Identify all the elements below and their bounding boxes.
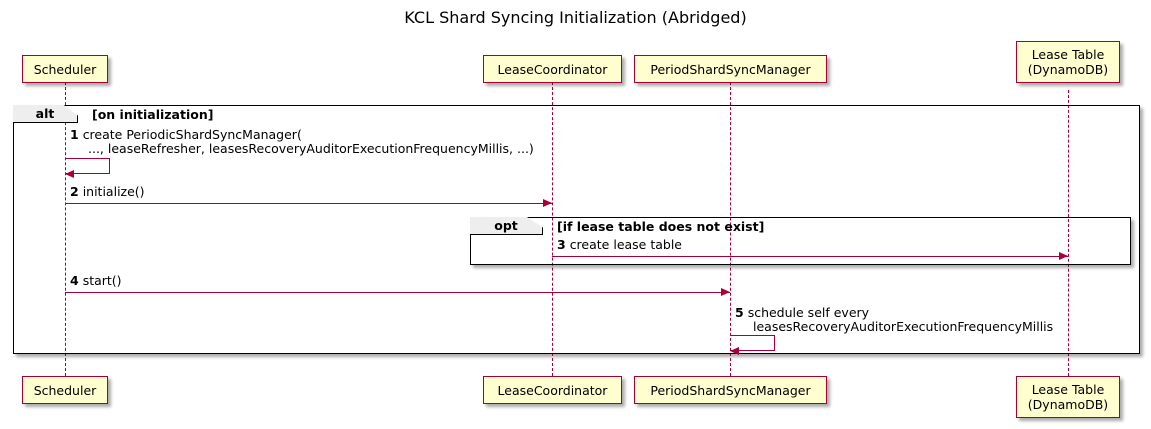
participant-scheduler-bottom[interactable]: Scheduler bbox=[22, 376, 108, 404]
message-3-arrow-head bbox=[1059, 251, 1068, 260]
participant-scheduler-bottom-label: Scheduler bbox=[33, 382, 97, 398]
lifeline-period-shard-sync-manager bbox=[730, 82, 731, 376]
message-1-number: 1 bbox=[70, 127, 79, 142]
message-2-label: 2 initialize() bbox=[70, 185, 145, 199]
participant-period-shard-sync-manager-top-label: PeriodShardSyncManager bbox=[650, 61, 811, 77]
participant-scheduler-top-label: Scheduler bbox=[33, 61, 97, 77]
message-1-text-line2: ..., leaseRefresher, leasesRecoveryAudit… bbox=[88, 141, 534, 156]
message-5-number: 5 bbox=[735, 305, 744, 320]
message-2-arrow-head bbox=[543, 198, 552, 207]
message-4-text: start() bbox=[82, 273, 122, 288]
lifeline-scheduler bbox=[65, 82, 66, 376]
message-4-arrow-line bbox=[65, 292, 730, 293]
fragment-opt-condition: [if lease table does not exist] bbox=[557, 219, 765, 234]
participant-lease-table-bottom-label-line2: (DynamoDB) bbox=[1027, 397, 1109, 412]
participant-lease-table-top-label-line2: (DynamoDB) bbox=[1027, 62, 1109, 77]
participant-lease-coordinator-top-label: LeaseCoordinator bbox=[497, 61, 608, 77]
message-3-number: 3 bbox=[557, 237, 566, 252]
participant-period-shard-sync-manager-bottom[interactable]: PeriodShardSyncManager bbox=[634, 376, 827, 404]
message-3-text: create lease table bbox=[569, 237, 682, 252]
fragment-opt-lease-table-missing bbox=[470, 217, 1131, 265]
message-2-arrow-line bbox=[65, 203, 552, 204]
lifeline-lease-table bbox=[1068, 90, 1069, 376]
message-1-text-line1: create PeriodicShardSyncManager( bbox=[82, 127, 302, 142]
participant-lease-table-top[interactable]: Lease Table (DynamoDB) bbox=[1016, 41, 1120, 83]
message-5-text-line2: leasesRecoveryAuditorExecutionFrequencyM… bbox=[753, 319, 1054, 334]
message-5-text-line1: schedule self every bbox=[747, 305, 870, 320]
message-3-arrow-line bbox=[552, 256, 1068, 257]
message-2-number: 2 bbox=[70, 184, 79, 199]
message-5-self-loop bbox=[730, 335, 775, 351]
message-1-label: 1 create PeriodicShardSyncManager( ..., … bbox=[70, 128, 534, 156]
message-5-label: 5 schedule self every leasesRecoveryAudi… bbox=[735, 306, 1053, 334]
message-4-arrow-head bbox=[721, 287, 730, 296]
page-title: KCL Shard Syncing Initialization (Abridg… bbox=[404, 8, 747, 27]
fragment-opt-tab: opt bbox=[470, 217, 543, 235]
message-3-label: 3 create lease table bbox=[557, 238, 682, 252]
message-4-number: 4 bbox=[70, 273, 79, 288]
message-1-self-loop bbox=[65, 158, 110, 174]
participant-lease-coordinator-bottom[interactable]: LeaseCoordinator bbox=[483, 376, 622, 404]
message-5-arrow-head bbox=[730, 346, 739, 355]
participant-lease-table-bottom-label-line1: Lease Table bbox=[1031, 382, 1105, 397]
participant-period-shard-sync-manager-top[interactable]: PeriodShardSyncManager bbox=[634, 55, 827, 83]
lifeline-lease-coordinator bbox=[552, 82, 553, 376]
participant-lease-table-bottom[interactable]: Lease Table (DynamoDB) bbox=[1016, 376, 1120, 418]
participant-lease-table-top-label-line1: Lease Table bbox=[1031, 47, 1105, 62]
fragment-opt-operator-label: opt bbox=[494, 218, 518, 233]
message-4-label: 4 start() bbox=[70, 274, 122, 288]
participant-lease-coordinator-top[interactable]: LeaseCoordinator bbox=[483, 55, 622, 83]
fragment-alt-condition: [on initialization] bbox=[92, 107, 214, 122]
participant-scheduler-top[interactable]: Scheduler bbox=[22, 55, 108, 83]
fragment-alt-operator-label: alt bbox=[35, 106, 55, 121]
participant-period-shard-sync-manager-bottom-label: PeriodShardSyncManager bbox=[650, 382, 811, 398]
participant-lease-coordinator-bottom-label: LeaseCoordinator bbox=[497, 382, 608, 398]
message-1-arrow-head bbox=[65, 169, 74, 178]
message-2-text: initialize() bbox=[82, 184, 145, 199]
fragment-alt-on-initialization bbox=[13, 105, 1140, 354]
